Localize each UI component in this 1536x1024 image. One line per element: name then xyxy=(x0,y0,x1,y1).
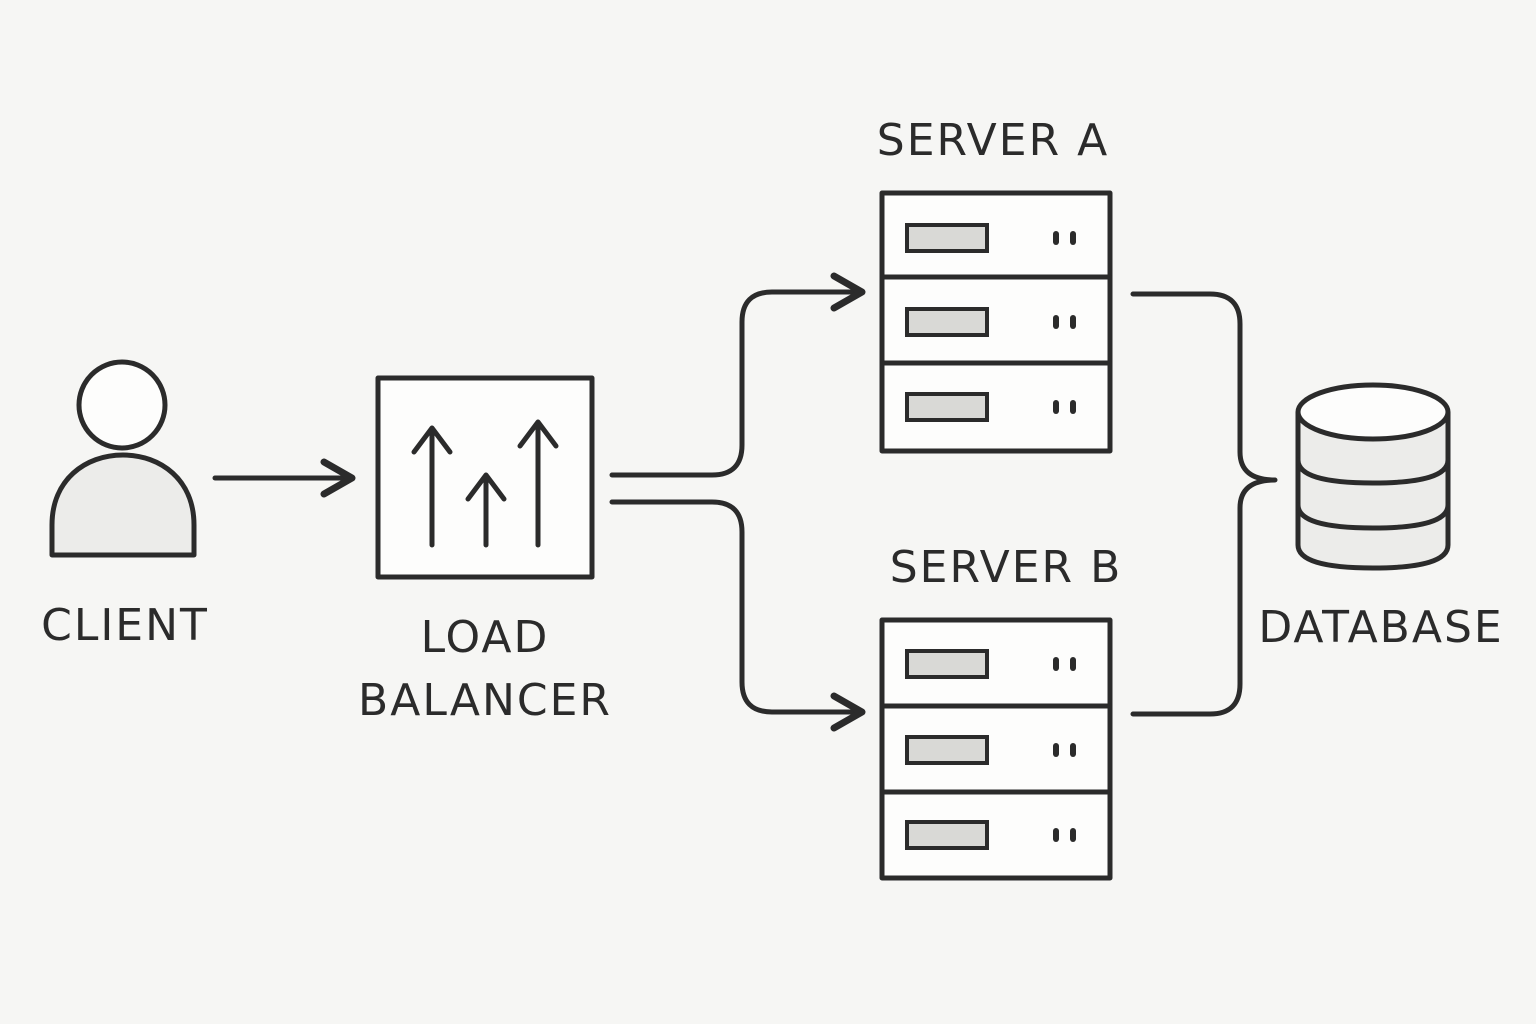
server-b-node: SERVER B xyxy=(879,542,1123,881)
load-balancer-label-line2: BALANCER xyxy=(358,675,612,726)
server-a-node: SERVER A xyxy=(877,115,1113,454)
database-node: DATABASE xyxy=(1258,382,1503,653)
server-b-label: SERVER B xyxy=(890,542,1123,593)
load-balancer-node: LOAD BALANCER xyxy=(358,375,612,726)
up-arrows-icon xyxy=(411,419,559,548)
database-cylinder-icon xyxy=(1295,382,1451,571)
servers-to-database-connector xyxy=(1130,291,1278,717)
server-rack-icon xyxy=(879,617,1113,881)
lb-to-server-a-arrow xyxy=(609,272,866,478)
lb-to-server-b-arrow xyxy=(609,499,866,732)
client-label: CLIENT xyxy=(41,600,209,651)
server-rack-icon xyxy=(879,190,1113,454)
client-node: CLIENT xyxy=(41,359,209,651)
person-icon xyxy=(49,359,197,558)
load-balancer-label-line1: LOAD xyxy=(421,612,550,663)
database-label: DATABASE xyxy=(1258,602,1503,653)
server-a-label: SERVER A xyxy=(877,115,1109,166)
